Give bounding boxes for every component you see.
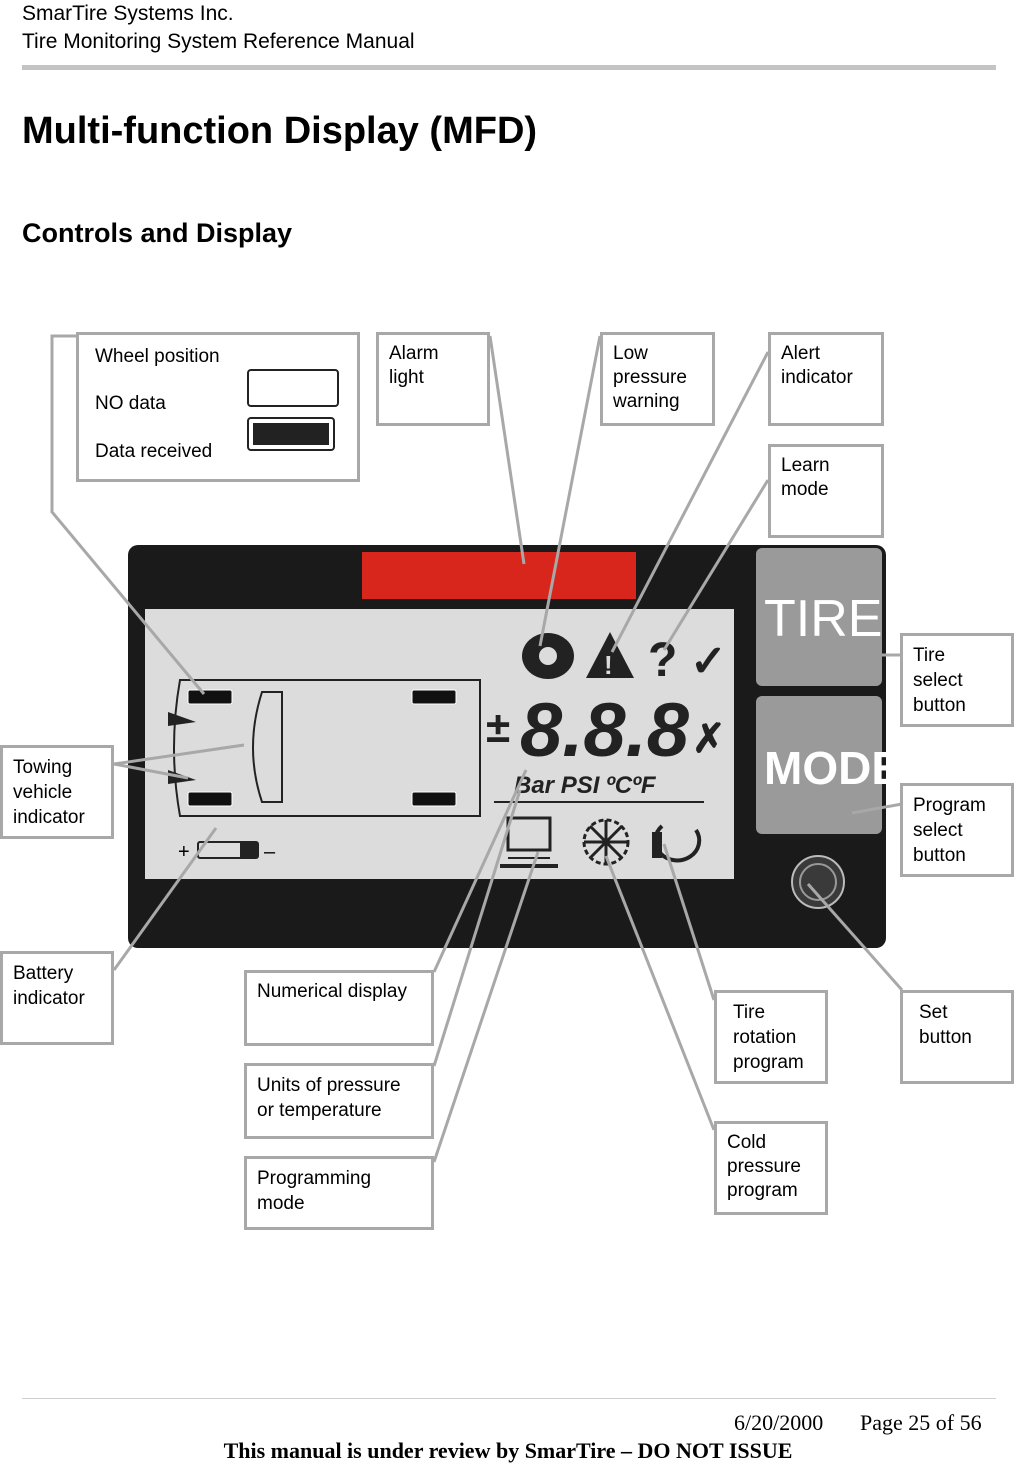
towing-callout: Towing vehicle indicator bbox=[0, 745, 114, 839]
svg-text:–: – bbox=[264, 841, 276, 863]
check-icon: ✓ bbox=[690, 637, 727, 686]
callout-line: program bbox=[733, 1052, 804, 1073]
data-received-swatch bbox=[247, 417, 335, 451]
tire-button[interactable] bbox=[756, 548, 882, 686]
callout-line: indicator bbox=[13, 807, 85, 828]
callout-line: pressure bbox=[613, 367, 687, 388]
tire-button-label: TIRE bbox=[764, 590, 882, 648]
manual-title: Tire Monitoring System Reference Manual bbox=[22, 30, 415, 53]
callout-line: rotation bbox=[733, 1027, 797, 1048]
low-pressure-callout: Low pressure warning bbox=[600, 332, 715, 426]
wheel-position-label: Wheel position bbox=[95, 346, 220, 367]
callout-line: Program bbox=[913, 795, 986, 816]
callout-line: Units of pressure bbox=[257, 1075, 401, 1096]
units-label: Bar PSI ºCºF bbox=[514, 772, 657, 799]
program-select-callout: Program select button bbox=[900, 783, 1014, 877]
callout-line: select bbox=[913, 820, 963, 841]
learn-mode-icon: ? bbox=[648, 634, 677, 687]
numeric-digits: 8.8.8 bbox=[520, 688, 690, 773]
callout-line: Cold bbox=[727, 1132, 767, 1153]
callout-line: button bbox=[913, 845, 966, 866]
callout-line: Learn bbox=[781, 455, 830, 476]
callout-line: indicator bbox=[13, 988, 85, 1009]
cross-icon: ✗ bbox=[692, 717, 726, 761]
units-callout: Units of pressure or temperature bbox=[244, 1063, 434, 1139]
no-data-swatch bbox=[247, 369, 339, 407]
cold-pressure-callout: Cold pressure program bbox=[714, 1121, 828, 1215]
callout-line: light bbox=[389, 367, 424, 388]
callout-line: Battery bbox=[13, 963, 74, 984]
callout-line: or temperature bbox=[257, 1100, 382, 1121]
tire-rotation-callout: Tire rotation program bbox=[714, 990, 828, 1084]
vehicle-outline-icon bbox=[168, 679, 481, 817]
mode-button[interactable] bbox=[756, 696, 882, 834]
callout-line: Low bbox=[613, 343, 648, 364]
callout-line: select bbox=[913, 670, 963, 691]
callout-line: Tire bbox=[913, 645, 946, 666]
footer-page-number: Page 25 of 56 bbox=[860, 1410, 982, 1435]
callout-line: pressure bbox=[727, 1156, 801, 1177]
callout-line: button bbox=[913, 695, 966, 716]
computer-icon bbox=[500, 816, 558, 868]
programming-mode-callout: Programming mode bbox=[244, 1156, 434, 1230]
callout-line: Towing bbox=[13, 757, 73, 778]
footer-rule bbox=[22, 1398, 996, 1399]
alarm-light bbox=[362, 552, 636, 599]
footer-date: 6/20/2000 bbox=[734, 1410, 824, 1435]
tire-rotation-icon bbox=[652, 824, 702, 863]
callout-line: warning bbox=[613, 391, 680, 412]
callout-line: Programming bbox=[257, 1168, 372, 1189]
callout-line: Tire bbox=[733, 1002, 766, 1023]
tire-select-callout: Tire select button bbox=[900, 633, 1014, 727]
no-data-label: NO data bbox=[95, 393, 166, 414]
callout-line: Alarm bbox=[389, 343, 439, 364]
data-received-label: Data received bbox=[95, 441, 213, 462]
callout-line: button bbox=[919, 1027, 972, 1048]
svg-text:+: + bbox=[178, 841, 190, 863]
header-rule bbox=[22, 65, 996, 70]
callout-line: mode bbox=[781, 479, 829, 500]
callout-line: mode bbox=[257, 1193, 305, 1214]
leader-lines bbox=[50, 334, 904, 1163]
mode-button-label: MODE bbox=[764, 742, 902, 794]
footer-note: This manual is under review by SmarTire … bbox=[223, 1438, 793, 1463]
callout-line: Set bbox=[919, 1002, 948, 1023]
battery-callout: Battery indicator bbox=[0, 951, 114, 1045]
callout-line: Numerical display bbox=[257, 981, 407, 1002]
alert-triangle-icon: ! bbox=[586, 632, 634, 680]
callout-line: Alert bbox=[781, 343, 821, 364]
battery-icon: + – bbox=[178, 841, 276, 863]
page-title: Multi-function Display (MFD) bbox=[22, 110, 538, 152]
company-name: SmarTire Systems Inc. bbox=[22, 2, 234, 25]
snowflake-icon bbox=[582, 818, 630, 866]
numerical-display-callout: Numerical display bbox=[244, 970, 434, 1046]
set-button-callout: Set button bbox=[900, 990, 1014, 1084]
sign-glyph: ± bbox=[486, 703, 510, 752]
alert-indicator-callout: Alert indicator bbox=[768, 332, 884, 426]
low-pressure-tire-icon bbox=[522, 633, 574, 679]
callout-line: program bbox=[727, 1180, 798, 1201]
wheel-position-callout: Wheel position NO data Data received bbox=[76, 332, 360, 482]
learn-mode-callout: Learn mode bbox=[768, 444, 884, 538]
callout-line: vehicle bbox=[13, 782, 73, 803]
callout-line: indicator bbox=[781, 367, 853, 388]
section-title: Controls and Display bbox=[22, 218, 293, 248]
alarm-light-callout: Alarm light bbox=[376, 332, 490, 426]
svg-text:!: ! bbox=[604, 650, 613, 680]
